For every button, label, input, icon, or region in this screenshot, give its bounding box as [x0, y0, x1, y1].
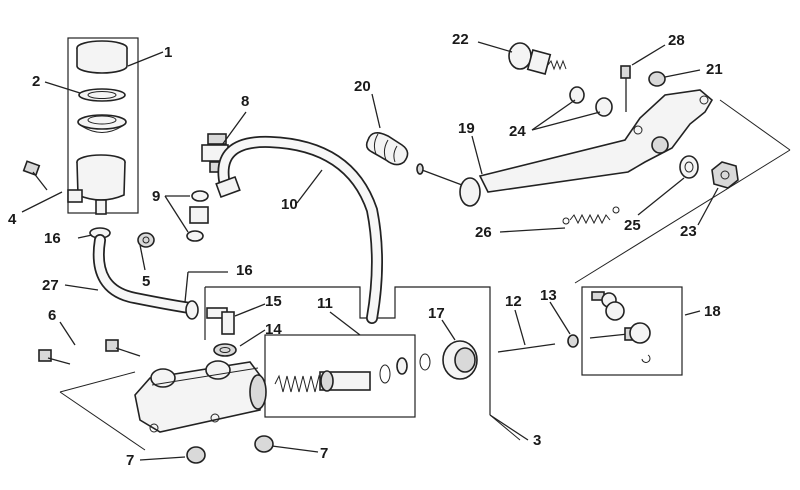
nut-7-lower-left — [186, 446, 206, 464]
return-spring — [562, 206, 620, 225]
label-16b: 16 — [236, 262, 253, 279]
label-7b: 7 — [320, 445, 328, 462]
master-cylinder-group-box — [204, 286, 491, 415]
label-28: 28 — [668, 32, 685, 49]
reservoir-bolt — [22, 160, 48, 191]
piston-spring — [274, 374, 324, 393]
label-14: 14 — [265, 321, 282, 338]
label-11: 11 — [317, 295, 333, 312]
label-23: 23 — [680, 223, 697, 240]
label-2: 2 — [32, 73, 40, 90]
label-16a: 16 — [44, 230, 61, 247]
label-15: 15 — [265, 293, 282, 310]
label-17: 17 — [428, 305, 445, 322]
piston — [319, 370, 371, 392]
washers-24 — [569, 86, 613, 117]
cap-17 — [419, 340, 478, 380]
nut-23 — [711, 161, 739, 189]
reservoir-diaphragm — [77, 88, 127, 133]
linkage-parts — [589, 291, 651, 363]
label-18: 18 — [704, 303, 721, 320]
reservoir-cap — [76, 40, 128, 74]
label-1: 1 — [164, 44, 172, 61]
linkage-box — [581, 286, 683, 376]
label-26: 26 — [475, 224, 492, 241]
label-24: 24 — [509, 123, 526, 140]
label-10: 10 — [281, 196, 298, 213]
leader-lines — [21, 41, 719, 461]
pedal-pivot-bolt — [508, 42, 567, 75]
pushrod — [497, 343, 556, 353]
piston-kit-box — [264, 334, 416, 418]
seal-14 — [213, 343, 237, 357]
label-25: 25 — [624, 217, 641, 234]
label-7a: 7 — [126, 452, 134, 469]
label-20: 20 — [354, 78, 371, 95]
label-5: 5 — [142, 273, 150, 290]
label-27: 27 — [42, 277, 59, 294]
callout-labels: 1 2 3 4 5 6 7 7 8 9 10 11 12 13 14 15 16… — [8, 31, 723, 469]
label-19: 19 — [458, 120, 475, 137]
reservoir-body — [67, 154, 126, 215]
hose-clamp-lower — [185, 300, 199, 320]
label-22: 22 — [452, 31, 469, 48]
label-6: 6 — [48, 307, 56, 324]
label-13: 13 — [540, 287, 557, 304]
elbow-fitting — [206, 307, 235, 335]
reservoir-hose — [92, 234, 196, 314]
label-21: 21 — [706, 61, 723, 78]
ring-13 — [567, 334, 579, 348]
pedal-peg — [416, 163, 481, 207]
nut-21 — [648, 71, 666, 87]
pedal-rubber — [365, 132, 409, 166]
clutch-hose — [215, 135, 383, 324]
connector-lines — [59, 99, 791, 451]
pedal-screw-28 — [620, 65, 631, 112]
nut-7-lower-right — [254, 435, 274, 453]
label-3: 3 — [533, 432, 541, 449]
label-8: 8 — [241, 93, 249, 110]
piston-seals — [379, 357, 408, 384]
label-9: 9 — [152, 188, 160, 205]
master-cylinder-body — [134, 360, 267, 433]
label-4: 4 — [8, 211, 17, 228]
banjo-washers — [186, 190, 209, 242]
pedal-lever — [478, 89, 714, 193]
washer-25 — [679, 155, 699, 179]
nut-5 — [137, 232, 155, 248]
mounting-bolts — [38, 339, 141, 365]
label-12: 12 — [505, 293, 522, 310]
